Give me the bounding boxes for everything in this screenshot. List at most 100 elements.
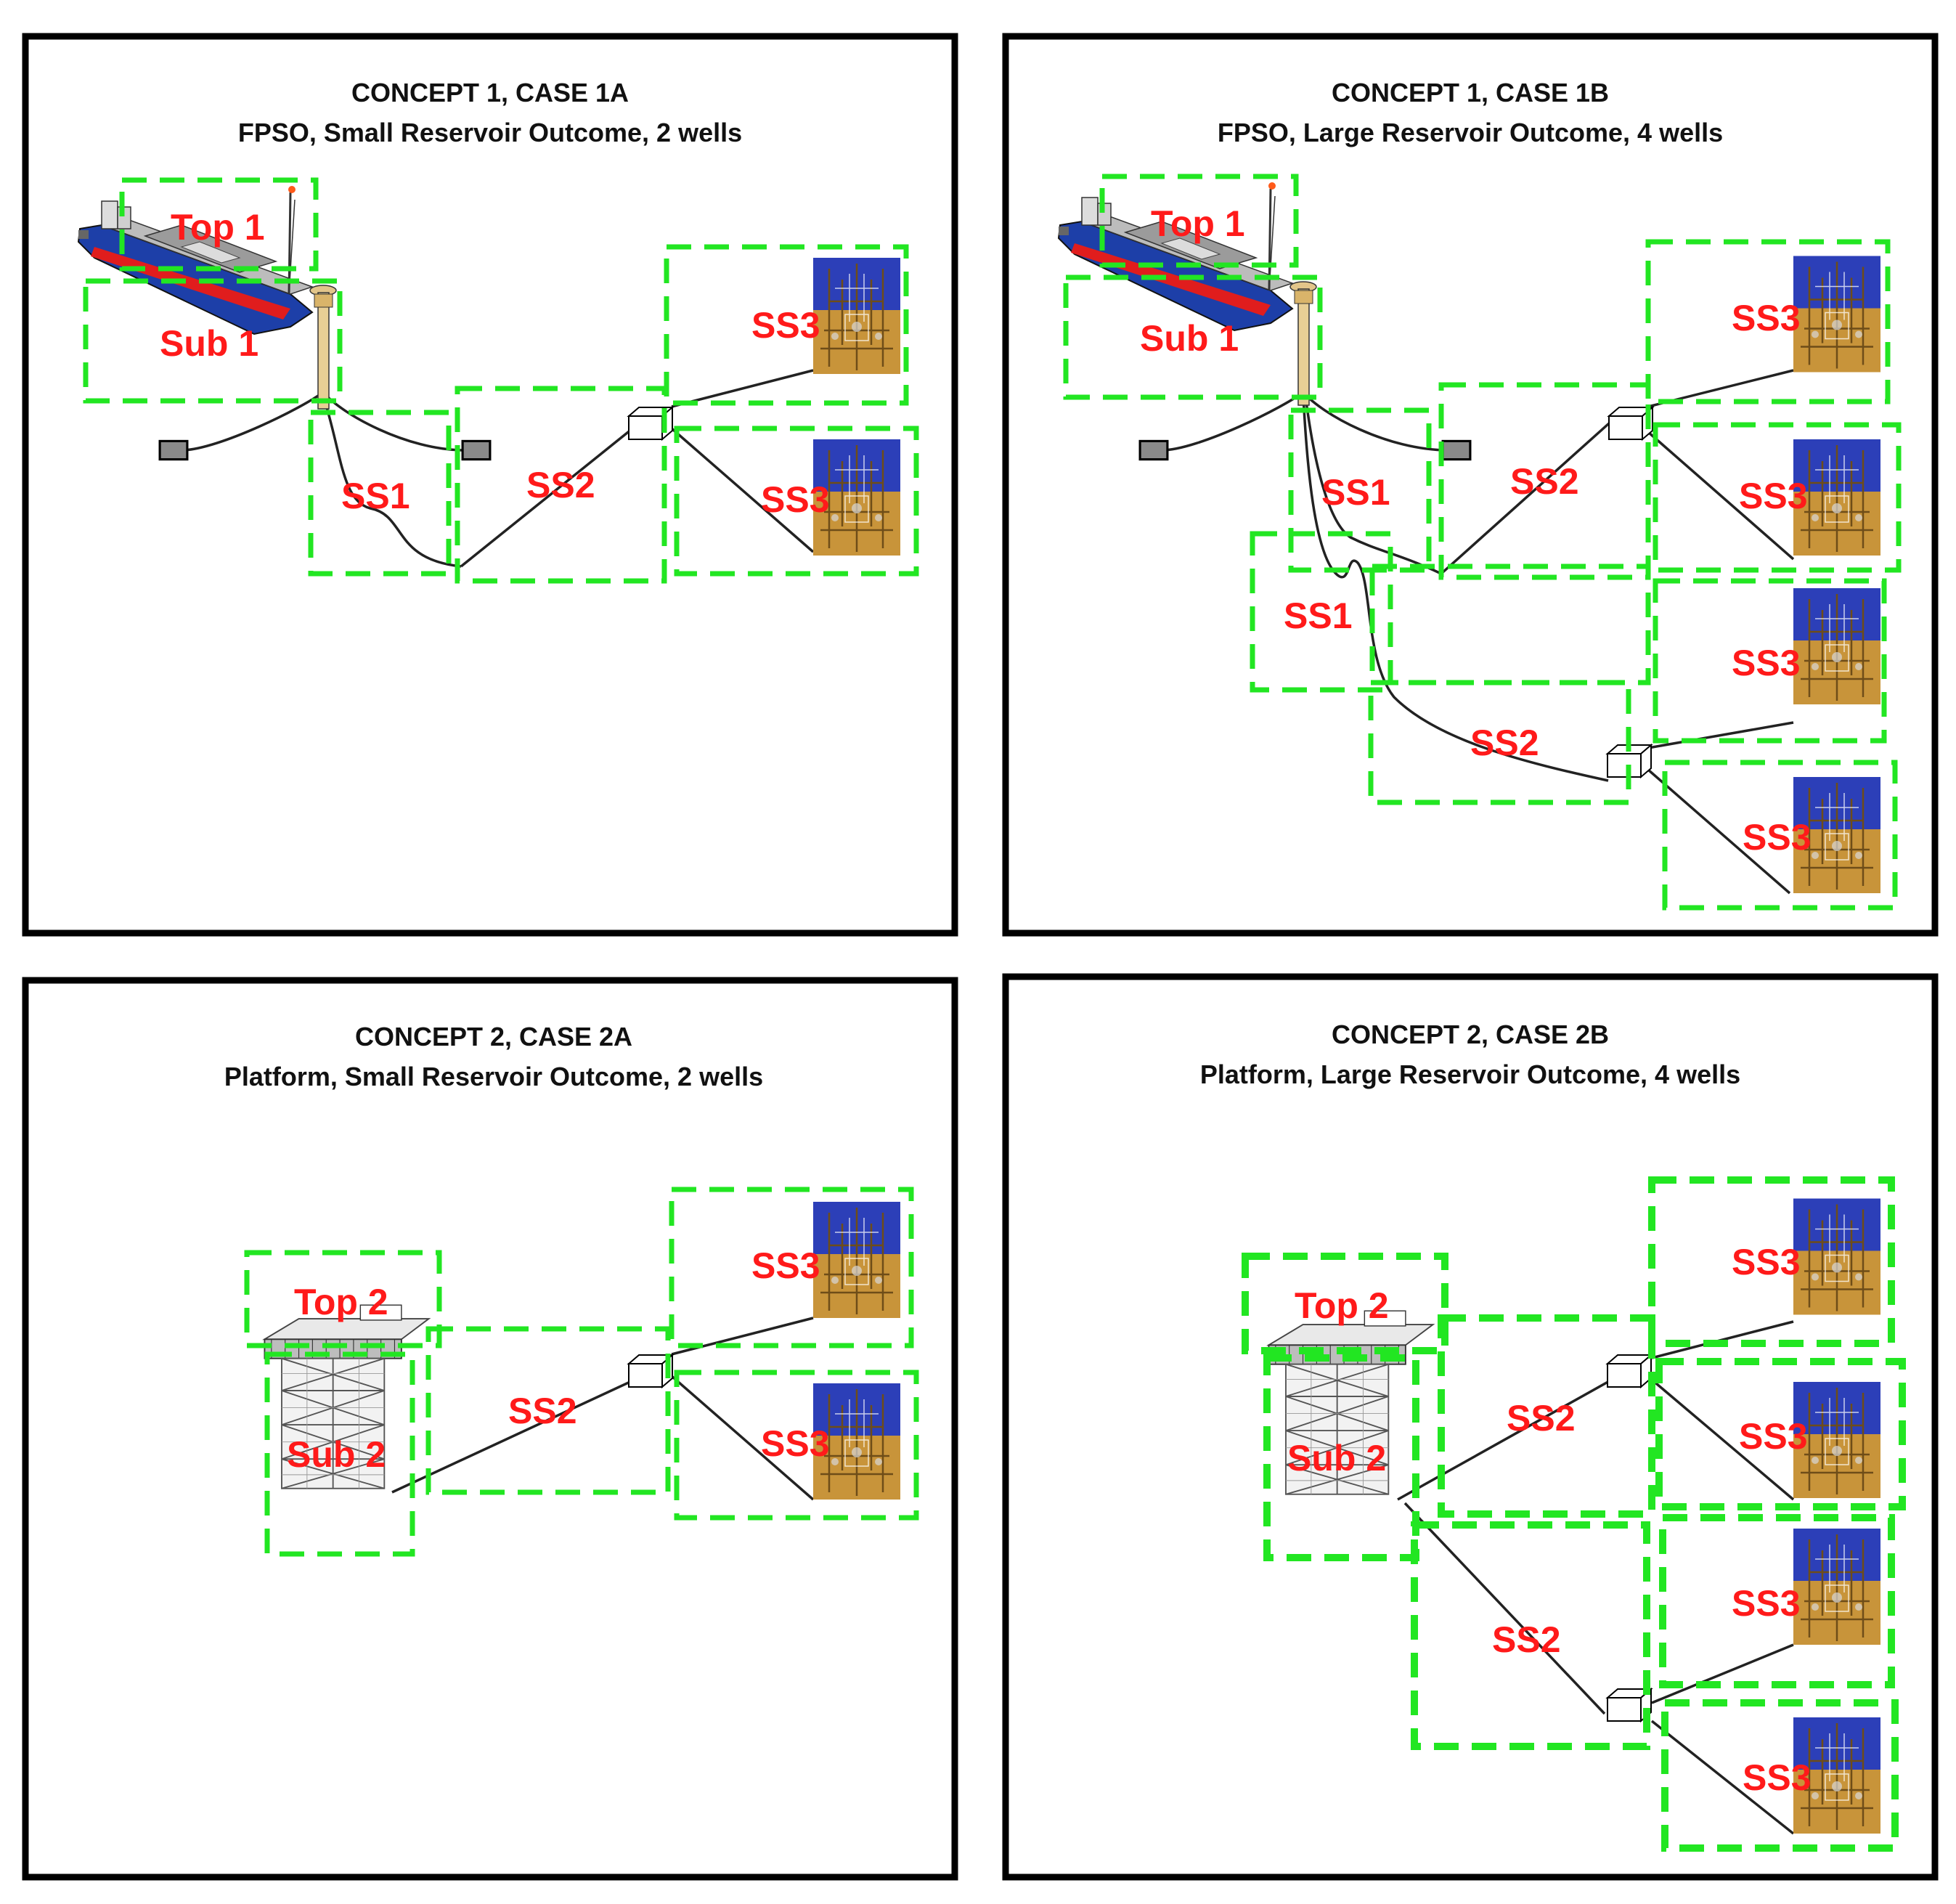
flowline <box>1440 416 1617 575</box>
ss2-label: SS2 <box>526 465 595 505</box>
flowline <box>1647 721 1794 749</box>
sub-label: Sub 2 <box>287 1434 386 1475</box>
flowline <box>1302 395 1609 782</box>
ss3-label: SS3 <box>1732 298 1801 338</box>
top-module-box <box>119 177 319 272</box>
ss1-label: SS1 <box>1284 595 1353 636</box>
panel-frame <box>22 977 958 1881</box>
panel-title: CONCEPT 2, CASE 2B <box>1332 1020 1609 1049</box>
sub-label: Sub 1 <box>1140 318 1239 359</box>
ss3-module-box <box>664 244 909 406</box>
panel-title: CONCEPT 1, CASE 1A <box>351 78 629 107</box>
mooring-pad-icon <box>1441 439 1472 461</box>
ss2-module-box <box>1411 1521 1650 1750</box>
ss3-label: SS3 <box>1732 1583 1801 1624</box>
ss3-label: SS3 <box>1739 1416 1808 1457</box>
panel-case-2a: CONCEPT 2, CASE 2A Platform, Small Reser… <box>22 977 958 1881</box>
ss1-module-box <box>1288 407 1432 573</box>
panel-subtitle: Platform, Large Reservoir Outcome, 4 wel… <box>1200 1059 1740 1089</box>
ss3-module-box <box>669 1187 914 1348</box>
subsea-well-icon <box>1793 588 1880 704</box>
flowline <box>1302 391 1449 452</box>
ss2-module-box <box>1438 382 1651 580</box>
ss2-label: SS2 <box>1510 461 1579 502</box>
sub-label: Sub 2 <box>1287 1438 1386 1478</box>
flowline <box>460 416 648 568</box>
ss3-label: SS3 <box>1732 1242 1801 1282</box>
ss3-module-box <box>1645 239 1891 404</box>
ss2-module-box <box>1438 1314 1655 1518</box>
ss2-module-box <box>455 386 667 584</box>
sub-module-box <box>83 278 343 404</box>
top-module-box <box>1242 1253 1448 1354</box>
panel-case-1b: CONCEPT 1, CASE 1B FPSO, Large Reservoir… <box>1002 33 1939 937</box>
ss3-label: SS3 <box>761 479 830 520</box>
ss2-module-box <box>1368 680 1631 805</box>
flowline <box>1397 1378 1613 1501</box>
ss3-label: SS3 <box>751 1245 820 1286</box>
ss3-module-box <box>674 1370 919 1521</box>
panel-case-1a: CONCEPT 1, CASE 1A FPSO, Small Reservoir… <box>22 33 958 937</box>
ss1-label: SS1 <box>1321 472 1390 513</box>
panel-frame <box>1002 33 1939 937</box>
flowline <box>391 1375 643 1494</box>
mooring-pad-icon <box>461 439 492 461</box>
subsea-well-icon <box>1793 1529 1880 1645</box>
panel-case-2b: CONCEPT 2, CASE 2B Platform, Large Reser… <box>1002 973 1939 1881</box>
subsea-well-icon <box>813 1202 900 1318</box>
ss3-module-box <box>1659 1514 1895 1688</box>
top-label: Top 2 <box>1295 1285 1389 1326</box>
ss3-module-box <box>1655 1358 1906 1510</box>
ss2-label: SS2 <box>508 1391 577 1431</box>
flowline <box>1651 1643 1794 1704</box>
top-label: Top 1 <box>1151 203 1245 244</box>
ss1-module-box <box>1250 531 1393 693</box>
top-label: Top 2 <box>294 1282 388 1322</box>
panel-frame <box>22 33 958 937</box>
subsea-well-icon <box>1793 1197 1880 1316</box>
ss3-module-box <box>1653 422 1902 573</box>
sub-module-box <box>264 1351 415 1557</box>
mooring-pad-icon <box>158 439 189 461</box>
ss3-module-box <box>1662 760 1898 911</box>
top-label: Top 1 <box>171 207 265 248</box>
panel-subtitle: FPSO, Small Reservoir Outcome, 2 wells <box>238 118 742 147</box>
ss3-label: SS3 <box>1743 817 1812 858</box>
subsea-well-icon <box>813 258 900 374</box>
panel-title: CONCEPT 1, CASE 1B <box>1332 78 1609 107</box>
flowline <box>670 427 815 553</box>
ss3-module-box <box>674 426 919 577</box>
flowline <box>1647 431 1795 561</box>
ss3-label: SS3 <box>1732 643 1801 683</box>
panel-subtitle: FPSO, Large Reservoir Outcome, 4 wells <box>1218 118 1723 147</box>
ss2-module-box <box>425 1326 671 1495</box>
ss3-label: SS3 <box>751 305 820 346</box>
panel-title: CONCEPT 2, CASE 2A <box>355 1022 632 1051</box>
flowline <box>670 1375 815 1501</box>
flowline <box>671 1317 814 1356</box>
manifold-icon <box>1607 1354 1652 1388</box>
ss2-label: SS2 <box>1470 723 1539 763</box>
ss3-label: SS3 <box>1739 476 1808 516</box>
top-module-box <box>1099 174 1299 268</box>
panel-subtitle: Platform, Small Reservoir Outcome, 2 wel… <box>224 1062 763 1091</box>
ss2-label: SS2 <box>1492 1619 1561 1660</box>
top-module-box <box>244 1250 442 1348</box>
ss3-label: SS3 <box>761 1423 830 1464</box>
flowline <box>1650 1378 1795 1501</box>
ss2-module-box-upper <box>1369 564 1651 685</box>
ss3-label: SS3 <box>1743 1757 1812 1798</box>
sub-module-box <box>1063 274 1323 400</box>
ss3-module-box <box>1661 1699 1899 1852</box>
mooring-pad-icon <box>1138 439 1169 461</box>
flowline <box>1403 1502 1606 1715</box>
ss3-module-box <box>1648 1176 1895 1347</box>
ss1-label: SS1 <box>341 476 410 516</box>
subsea-well-icon <box>1793 255 1880 373</box>
panel-frame <box>1002 973 1939 1881</box>
flowline <box>1650 1720 1795 1835</box>
flowline <box>1647 768 1791 895</box>
flowline <box>322 395 462 568</box>
ss2-label: SS2 <box>1507 1398 1576 1439</box>
